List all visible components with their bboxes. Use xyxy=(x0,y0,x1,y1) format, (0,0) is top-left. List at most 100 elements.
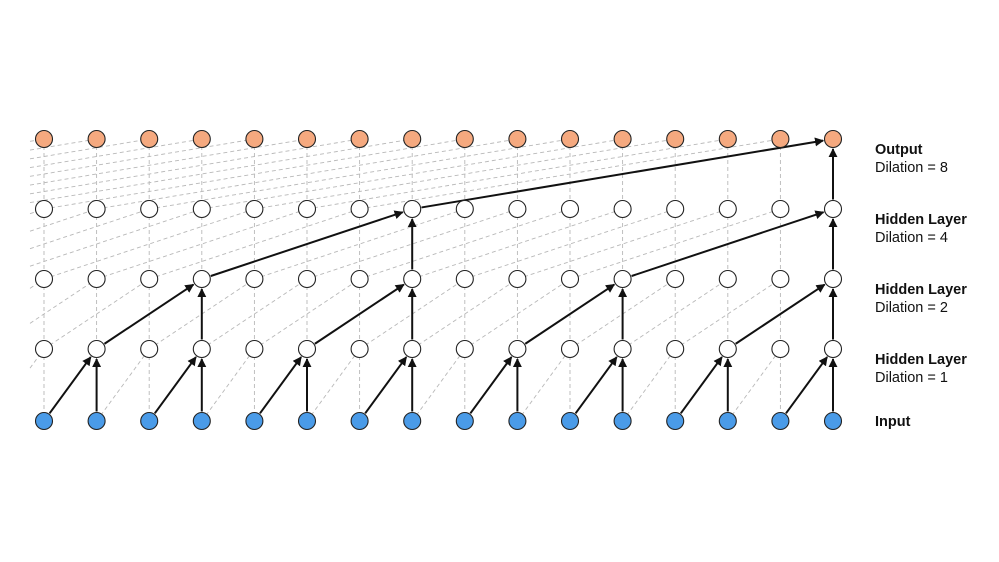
hidden-1-node xyxy=(613,339,632,359)
diagonal-guide-line xyxy=(29,138,97,151)
diagonal-guide-line xyxy=(201,348,255,422)
diagonal-guide-line xyxy=(43,278,150,350)
connection-arrow xyxy=(469,356,513,414)
hidden-4-node xyxy=(245,199,264,219)
connection-arrow xyxy=(524,283,616,345)
diagonal-guide-line xyxy=(517,348,571,422)
output-node xyxy=(140,129,159,149)
hidden-2-node xyxy=(613,269,632,289)
hidden-1-node xyxy=(87,339,106,359)
hidden-4-node xyxy=(771,199,790,219)
hidden-2-node xyxy=(823,269,843,289)
diagonal-guide-line xyxy=(359,208,571,280)
hidden-1-node xyxy=(718,339,737,359)
input-node xyxy=(560,411,580,431)
diagonal-guide-line xyxy=(96,138,518,210)
input-node xyxy=(823,411,843,431)
layer-name: Output xyxy=(875,142,923,158)
layer-label-output: Output Dilation = 8 xyxy=(875,141,948,177)
hidden-1-node xyxy=(350,339,369,359)
layer-dilation: Dilation = 8 xyxy=(875,160,948,176)
hidden-4-node xyxy=(403,199,422,219)
input-node xyxy=(613,411,632,431)
diagonal-guide-line xyxy=(306,138,728,210)
hidden-4-node xyxy=(823,199,843,219)
hidden-2-node xyxy=(771,269,790,289)
diagonal-guide-line xyxy=(411,278,518,350)
connection-arrow xyxy=(574,356,618,414)
hidden-2-node xyxy=(718,269,737,289)
connection-arrow xyxy=(210,210,404,277)
hidden-2-node xyxy=(350,269,369,289)
hidden-2-node xyxy=(455,269,474,289)
input-node xyxy=(297,411,317,431)
hidden-4-node xyxy=(455,199,474,219)
layer-label-input: Input xyxy=(875,413,910,431)
hidden-2-node xyxy=(192,269,211,289)
connection-arrow xyxy=(103,283,195,345)
layer-name: Hidden Layer xyxy=(875,352,967,368)
hidden-4-node xyxy=(560,199,580,219)
diagonal-guide-line xyxy=(29,138,255,177)
input-node xyxy=(771,411,790,431)
output-node xyxy=(666,129,685,149)
hidden-1-node xyxy=(245,339,264,359)
layer-name: Hidden Layer xyxy=(875,212,967,228)
hidden-4-node xyxy=(666,199,685,219)
diagonal-guide-line xyxy=(674,278,781,350)
hidden-1-node xyxy=(192,339,211,359)
diagonal-guide-line xyxy=(29,138,150,160)
connection-arrow xyxy=(679,356,723,414)
hidden-2-node xyxy=(87,269,106,289)
diagonal-guide-line xyxy=(254,208,465,280)
diagonal-guide-line xyxy=(96,348,150,422)
hidden-4-node xyxy=(297,199,317,219)
diagonal-guide-line xyxy=(29,138,202,169)
layer-name: Input xyxy=(875,414,911,430)
connection-arrow xyxy=(631,210,825,277)
diagonal-guide-line xyxy=(149,138,571,210)
connection-arrow xyxy=(785,356,828,414)
diagonal-guide-line xyxy=(411,348,466,422)
hidden-4-node xyxy=(613,199,632,219)
diagonal-guide-line xyxy=(29,348,45,369)
diagonal-guide-line xyxy=(201,278,308,350)
connection-arrow xyxy=(153,356,197,414)
hidden-2-node xyxy=(508,269,527,289)
input-node xyxy=(718,411,737,431)
output-node xyxy=(455,129,474,149)
input-node xyxy=(245,411,264,431)
output-node xyxy=(508,129,527,149)
hidden-2-node xyxy=(666,269,685,289)
output-node xyxy=(350,129,369,149)
diagonal-guide-line xyxy=(43,138,465,210)
connection-arrow xyxy=(314,283,405,345)
input-node xyxy=(403,411,422,431)
hidden-4-node xyxy=(508,199,527,219)
connection-arrows xyxy=(48,137,838,414)
diagonal-guide-line xyxy=(29,138,308,186)
hidden-1-node xyxy=(666,339,685,359)
hidden-4-node xyxy=(718,199,737,219)
output-node xyxy=(192,129,211,149)
hidden-1-node xyxy=(297,339,317,359)
hidden-4-node xyxy=(350,199,369,219)
hidden-2-node xyxy=(34,269,54,289)
output-node xyxy=(718,129,737,149)
hidden-1-node xyxy=(140,339,159,359)
input-node xyxy=(455,411,474,431)
input-node xyxy=(666,411,685,431)
output-node xyxy=(560,129,580,149)
output-node xyxy=(34,129,54,149)
diagonal-guide-line xyxy=(622,278,729,350)
hidden-1-node xyxy=(508,339,527,359)
hidden-4-node xyxy=(140,199,159,219)
diagonal-guide-line xyxy=(149,208,360,280)
diagonal-guide-line xyxy=(29,138,413,204)
hidden-2-node xyxy=(560,269,580,289)
hidden-4-node xyxy=(34,199,54,219)
hidden-4-node xyxy=(87,199,106,219)
layer-label-hidden-2: Hidden Layer Dilation = 2 xyxy=(875,281,967,317)
input-node xyxy=(87,411,106,431)
